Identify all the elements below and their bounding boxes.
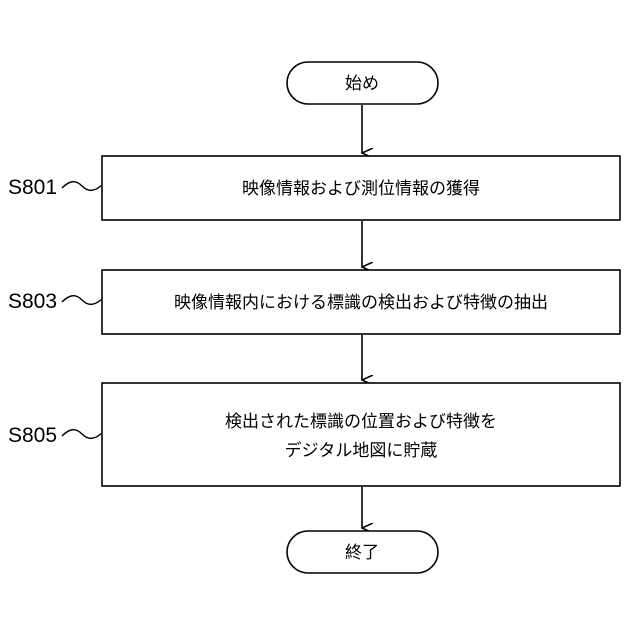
end-terminator: 終了 <box>287 531 438 573</box>
process-box-s803: 映像情報内における標識の検出および特徴の抽出 <box>102 270 620 334</box>
leader-s803 <box>62 296 102 305</box>
process-box-s805: 検出された標識の位置および特徴を デジタル地図に貯蔵 <box>102 383 620 486</box>
process-shape-s805 <box>102 383 620 486</box>
step-label-s805: S805 <box>8 424 57 447</box>
step-label-s801: S801 <box>8 176 57 199</box>
process-text-s801: 映像情報および測位情報の獲得 <box>242 179 480 199</box>
leader-s801 <box>62 182 102 191</box>
end-label: 終了 <box>345 543 379 563</box>
process-text-s805-line2: デジタル地図に貯蔵 <box>285 440 438 461</box>
leader-s805 <box>62 430 102 439</box>
process-box-s801: 映像情報および測位情報の獲得 <box>102 156 620 220</box>
process-text-s805-line1: 検出された標識の位置および特徴を <box>225 412 497 432</box>
step-label-s803: S803 <box>8 290 57 313</box>
start-terminator: 始め <box>287 62 441 106</box>
process-text-s803: 映像情報内における標識の検出および特徴の抽出 <box>174 293 548 313</box>
start-label: 始め <box>345 74 379 94</box>
